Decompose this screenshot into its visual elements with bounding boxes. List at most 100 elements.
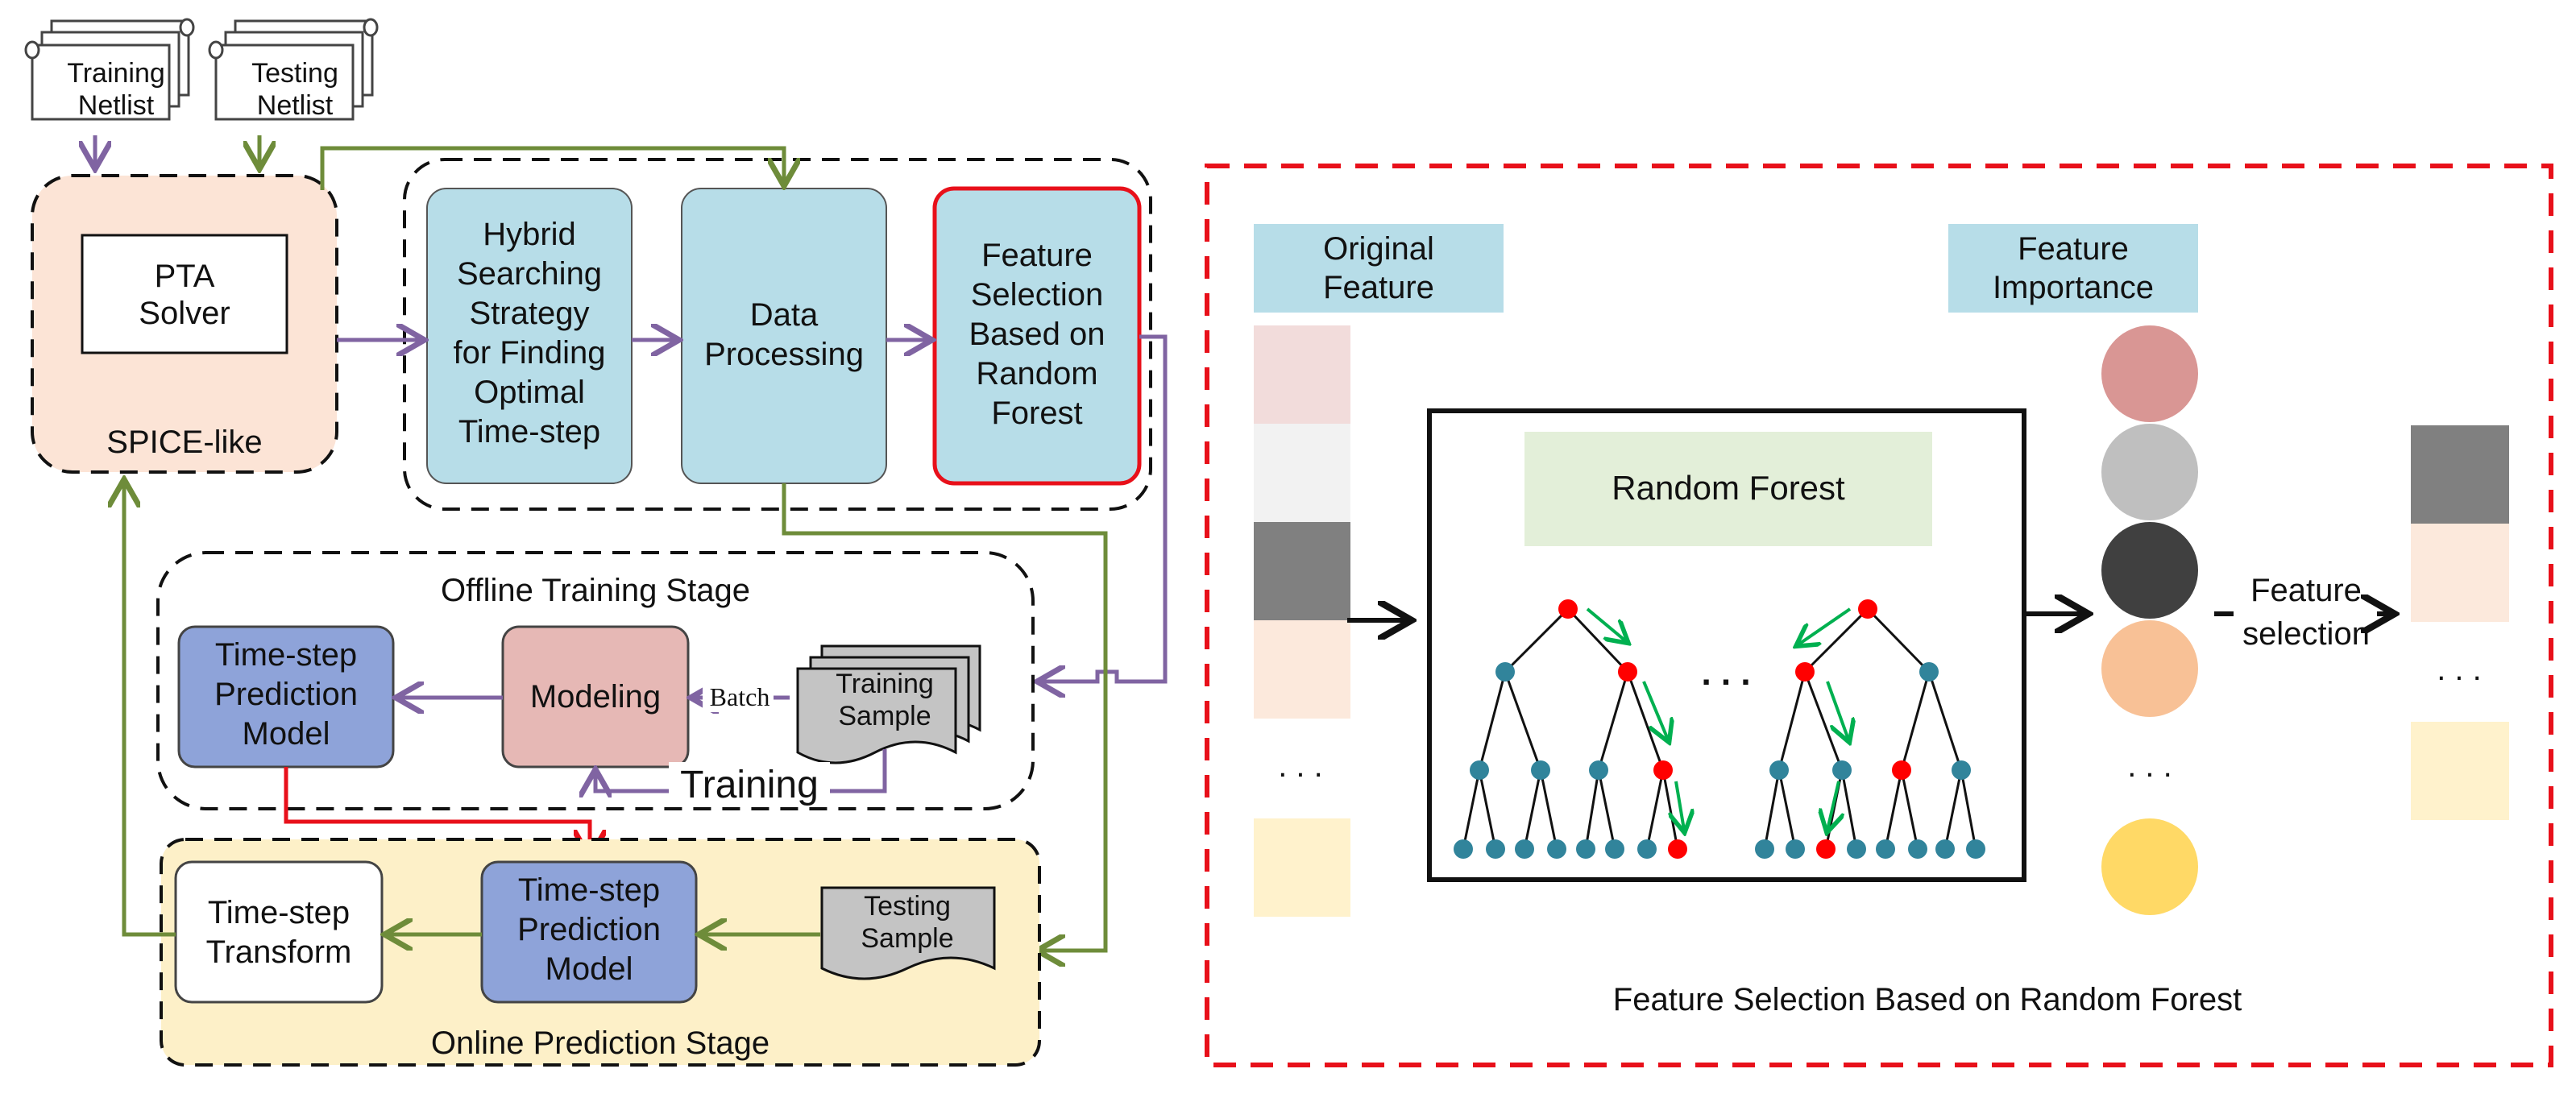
original-feature-column (1254, 325, 1350, 917)
tree-node (1935, 839, 1955, 859)
tree-node (1966, 839, 1985, 859)
tree-node (1605, 839, 1624, 859)
spice-like-label: SPICE-like (106, 425, 262, 460)
importance-circle (2101, 424, 2198, 520)
importance-ellipsis: . . . (2127, 748, 2172, 784)
selected-feature-column (2411, 425, 2509, 820)
tree-node (1576, 839, 1595, 859)
feature-selection-line2: selection (2242, 616, 2370, 652)
tree-node (1908, 839, 1927, 859)
data-processing-box (681, 188, 887, 484)
transform-to-spice-arrow (124, 483, 176, 937)
feature-importance-line2: Importance (1993, 270, 2154, 305)
svg-text:Selection: Selection (971, 277, 1104, 313)
training-label: Training (680, 764, 819, 806)
path-arrow (1827, 781, 1839, 830)
path-arrow (1798, 607, 1852, 644)
svg-text:Time-step: Time-step (458, 414, 600, 450)
tree-node (1876, 839, 1895, 859)
online-model-line2: Prediction (517, 912, 661, 947)
tree-node (1531, 760, 1550, 780)
tree-edge (1597, 671, 1629, 771)
original-feature-cell (1254, 424, 1350, 522)
training-netlist-doc: Training Netlist (24, 18, 195, 121)
tree-node-active (1558, 599, 1578, 619)
tree-edge (1960, 769, 1977, 850)
online-model-line3: Model (545, 951, 633, 987)
random-forest-label: Random Forest (1612, 469, 1845, 507)
decision-tree-left (1454, 599, 1687, 859)
tree-edge (1645, 769, 1665, 850)
training-sample-line2: Sample (838, 701, 931, 731)
selected-feature-cell (2411, 722, 2509, 820)
tree-edge (1504, 671, 1542, 771)
tree-node (1589, 760, 1608, 780)
importance-circle (2101, 325, 2198, 422)
tree-node (1470, 760, 1489, 780)
tree-edge (1927, 671, 1963, 771)
tree-node-active (1653, 760, 1673, 780)
training-netlist-line2: Netlist (78, 90, 155, 121)
svg-text:Hybrid: Hybrid (483, 217, 576, 252)
tree-node (1454, 839, 1473, 859)
importance-circle (2101, 620, 2198, 717)
data-processing-line1: Data (750, 297, 819, 333)
importance-circle (2101, 522, 2198, 619)
tree-node-active (1618, 662, 1637, 682)
tree-node-active (1858, 599, 1877, 619)
tree-edge (1478, 671, 1507, 771)
path-arrow (1642, 681, 1668, 740)
tree-edge (1763, 769, 1781, 850)
offline-stage-box (156, 551, 1035, 810)
svg-text:Searching: Searching (457, 256, 602, 292)
path-arrow (1676, 781, 1684, 830)
svg-text:Based on: Based on (969, 317, 1105, 352)
feature-importance-header (1948, 224, 2198, 313)
online-stage-title: Online Prediction Stage (431, 1025, 769, 1061)
testing-sample-line2: Sample (861, 923, 953, 954)
tree-ellipsis: . . . (1701, 653, 1750, 693)
tree-edge (1597, 769, 1616, 850)
tree-edge (1900, 769, 1919, 850)
tree-edge (1803, 671, 1844, 771)
tree-edge (1777, 671, 1807, 771)
testing-netlist-line1: Testing (251, 58, 338, 89)
tree-node (1786, 839, 1805, 859)
tree-node (1547, 839, 1566, 859)
tree-edge (1566, 607, 1629, 673)
svg-text:Strategy: Strategy (470, 296, 590, 331)
pta-solver-line1: PTA (155, 259, 215, 294)
transform-line2: Transform (206, 934, 352, 970)
selected-feature-ellipsis: . . . (2437, 652, 2482, 687)
spice-to-data-green-arrow (320, 146, 784, 190)
offline-model-line2: Prediction (214, 677, 358, 712)
importance-circle (2101, 818, 2198, 915)
data-to-online-arrow (782, 483, 1108, 951)
original-feature-cell (1254, 620, 1350, 719)
tree-node (1515, 839, 1534, 859)
tree-edge (1478, 769, 1497, 850)
tree-edge (1462, 769, 1481, 850)
hybrid-search-label: Hybrid Searching Strategy for Finding Op… (454, 217, 606, 450)
pta-solver-box (81, 234, 288, 354)
testing-sample-doc: Testing Sample (820, 886, 996, 980)
pta-solver-line2: Solver (139, 296, 230, 331)
original-feature-line1: Original (1323, 231, 1434, 267)
decision-tree-right (1755, 599, 1985, 859)
tree-node (1832, 760, 1852, 780)
feature-selection-line1: Feature (2250, 573, 2362, 608)
tree-node (1919, 662, 1939, 682)
tree-edge (1626, 671, 1665, 771)
tree-node-active (1892, 760, 1911, 780)
offline-model-line1: Time-step (215, 637, 357, 673)
tree-edge (1523, 769, 1542, 850)
batch-label: Batch (710, 682, 770, 711)
data-processing-line2: Processing (704, 337, 864, 372)
random-forest-label-bg (1524, 432, 1932, 546)
original-feature-cell (1254, 522, 1350, 620)
feature-importance-line1: Feature (2018, 231, 2129, 267)
tree-node-active (1816, 839, 1836, 859)
tree-node (1637, 839, 1657, 859)
transform-line1: Time-step (208, 895, 350, 930)
